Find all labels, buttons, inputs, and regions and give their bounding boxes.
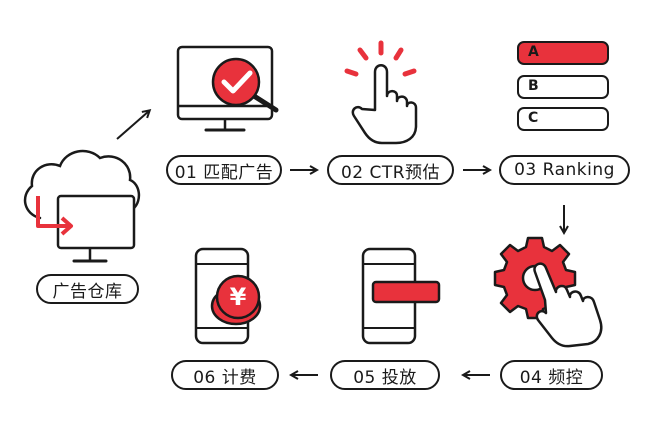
ranking-option-c: C	[517, 107, 609, 131]
step-02-ctr-prediction: 02 CTR预估	[327, 155, 454, 185]
step-06-billing: 06 计费	[171, 360, 279, 390]
step-01-match-ads: 01 匹配广告	[166, 155, 282, 185]
monitor-check-magnifier-icon	[176, 45, 279, 132]
ranking-option-b: B	[517, 75, 609, 99]
step-03-ranking: 03 Ranking	[499, 155, 630, 185]
yen-symbol: ¥	[229, 283, 247, 311]
cloud-monitor-icon	[23, 149, 141, 263]
arrow-repo-to-match	[116, 111, 149, 140]
ad-repository-label: 广告仓库	[36, 274, 139, 304]
gear-hand-icon	[493, 236, 603, 348]
phone-banner-icon	[361, 247, 441, 345]
tap-hand-icon	[344, 40, 418, 145]
phone-coin-icon	[194, 247, 262, 345]
step-04-frequency-control: 04 频控	[500, 360, 603, 390]
ranking-option-a: A	[517, 41, 609, 65]
step-05-delivery: 05 投放	[330, 360, 440, 390]
flow-arrows	[116, 111, 564, 375]
